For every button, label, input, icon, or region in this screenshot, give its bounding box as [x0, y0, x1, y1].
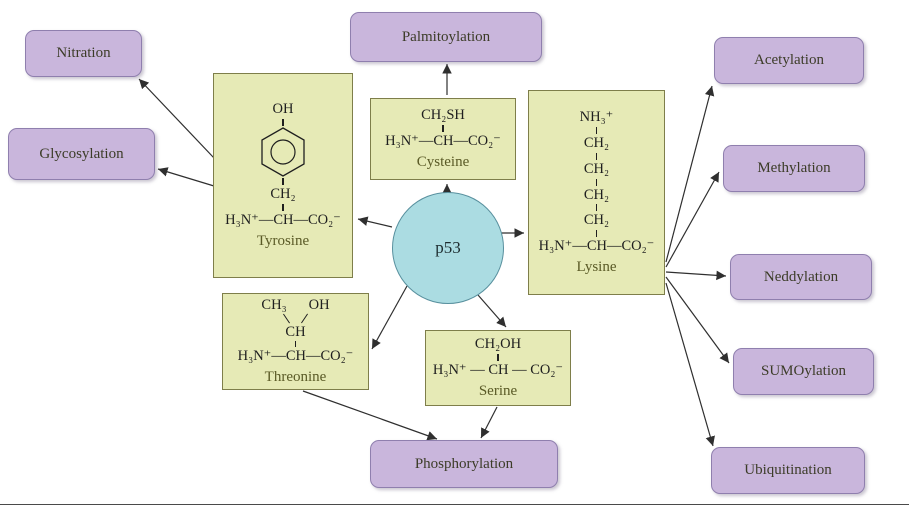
amino-acid-cysteine: CH₂SH H₃N⁺—CH—CO₂⁻ Cysteine	[370, 98, 516, 180]
threonine-bonds	[283, 313, 308, 324]
modification-ubiquitination: Ubiquitination	[711, 447, 865, 494]
benzene-hexagon	[261, 127, 305, 177]
arrow-lysine-neddylation	[665, 270, 727, 281]
arrow-lysine-ubiquitination	[665, 282, 715, 447]
serine-label: Serine	[478, 382, 518, 399]
modification-label: Phosphorylation	[414, 455, 514, 472]
bond-vertical	[282, 119, 284, 127]
arrow-lysine-acetylation	[665, 85, 715, 263]
modification-label: Ubiquitination	[744, 462, 832, 478]
bond-vertical	[595, 204, 598, 212]
p53-label: p53	[435, 238, 461, 257]
cysteine-label: Cysteine	[416, 153, 470, 170]
modification-label: Methylation	[757, 160, 831, 176]
lysine-ch2: CH₂	[583, 212, 610, 229]
threonine-label: Threonine	[264, 369, 327, 385]
modification-glycosylation: Glycosylation	[8, 128, 155, 180]
arrow-lysine-methylation	[665, 171, 720, 268]
bond-vertical	[595, 178, 598, 186]
amino-acid-tyrosine: OH CH₂ H₃N⁺—CH—CO₂⁻ Tyrosine	[213, 73, 353, 278]
bottom-rule	[0, 503, 909, 505]
lysine-backbone: H₃N⁺—CH—CO₂⁻	[538, 237, 655, 254]
modification-methylation: Methylation	[723, 145, 865, 192]
arrow-threonine-phosphorylation	[302, 390, 438, 441]
modification-phosphorylation: Phosphorylation	[370, 440, 558, 488]
lysine-ch2: CH₂	[583, 135, 610, 152]
bond-vertical	[282, 203, 284, 211]
threonine-methyl: CH₃	[261, 297, 287, 313]
threonine-ch: CH	[285, 323, 306, 340]
modification-sumoylation: SUMOylation	[733, 348, 874, 395]
bond-vertical	[595, 229, 598, 237]
arrow-p53-threonine	[371, 285, 408, 350]
arrow-p53-tyrosine	[357, 216, 393, 228]
modification-label: Acetylation	[754, 52, 824, 68]
modification-label: Palmitoylation	[401, 28, 491, 45]
tyrosine-backbone: H₃N⁺—CH—CO₂⁻	[225, 211, 341, 228]
bond-diagonal	[300, 313, 308, 324]
lysine-terminal-amine: NH₃⁺	[579, 109, 614, 126]
bond-vertical	[294, 341, 297, 348]
bond-vertical	[497, 354, 499, 361]
lysine-label: Lysine	[576, 258, 617, 275]
p53-node: p53	[392, 192, 504, 304]
threonine-substituents: CH₃ OH	[261, 297, 329, 314]
tyrosine-ch2: CH₂	[270, 186, 296, 203]
tyrosine-hydroxyl: OH	[272, 101, 294, 118]
serine-side-chain: CH₂OH	[474, 336, 522, 353]
bond-diagonal	[283, 313, 291, 324]
bond-vertical	[282, 178, 284, 186]
arrow-serine-phosphorylation	[480, 406, 498, 439]
bond-vertical	[595, 127, 598, 135]
threonine-hydroxyl: OH	[308, 297, 330, 313]
serine-backbone: H₃N⁺ — CH — CO₂⁻	[432, 362, 564, 378]
modification-label: Glycosylation	[39, 145, 124, 162]
modification-label: Neddylation	[763, 268, 839, 285]
arrow-lysine-sumoylation	[665, 276, 730, 364]
modification-label: SUMOylation	[760, 363, 846, 379]
modification-label: Nitration	[56, 45, 111, 61]
arrow-tyrosine-glycosylation	[157, 167, 215, 187]
threonine-backbone: H₃N⁺—CH—CO₂⁻	[237, 348, 354, 365]
modification-palmitoylation: Palmitoylation	[350, 12, 542, 62]
modification-acetylation: Acetylation	[714, 37, 864, 84]
benzene-ring	[261, 127, 305, 177]
arrow-p53-serine	[477, 294, 507, 328]
modification-nitration: Nitration	[25, 30, 142, 77]
modification-neddylation: Neddylation	[730, 254, 872, 300]
cysteine-side-chain: CH₂SH	[421, 107, 465, 124]
bond-vertical	[595, 152, 598, 160]
lysine-ch2: CH₂	[583, 186, 610, 203]
amino-acid-lysine: NH₃⁺ CH₂ CH₂ CH₂ CH₂ H₃N⁺—CH—CO₂⁻ Lysine	[528, 90, 665, 295]
amino-acid-serine: CH₂OH H₃N⁺ — CH — CO₂⁻ Serine	[425, 330, 571, 406]
bond-vertical	[442, 125, 444, 132]
benzene-inner-circle	[270, 139, 296, 165]
cysteine-backbone: H₃N⁺—CH—CO₂⁻	[385, 133, 501, 149]
tyrosine-label: Tyrosine	[256, 232, 310, 249]
amino-acid-threonine: CH₃ OH CH H₃N⁺—CH—CO₂⁻ Threonine	[222, 293, 369, 390]
lysine-ch2: CH₂	[583, 160, 610, 177]
